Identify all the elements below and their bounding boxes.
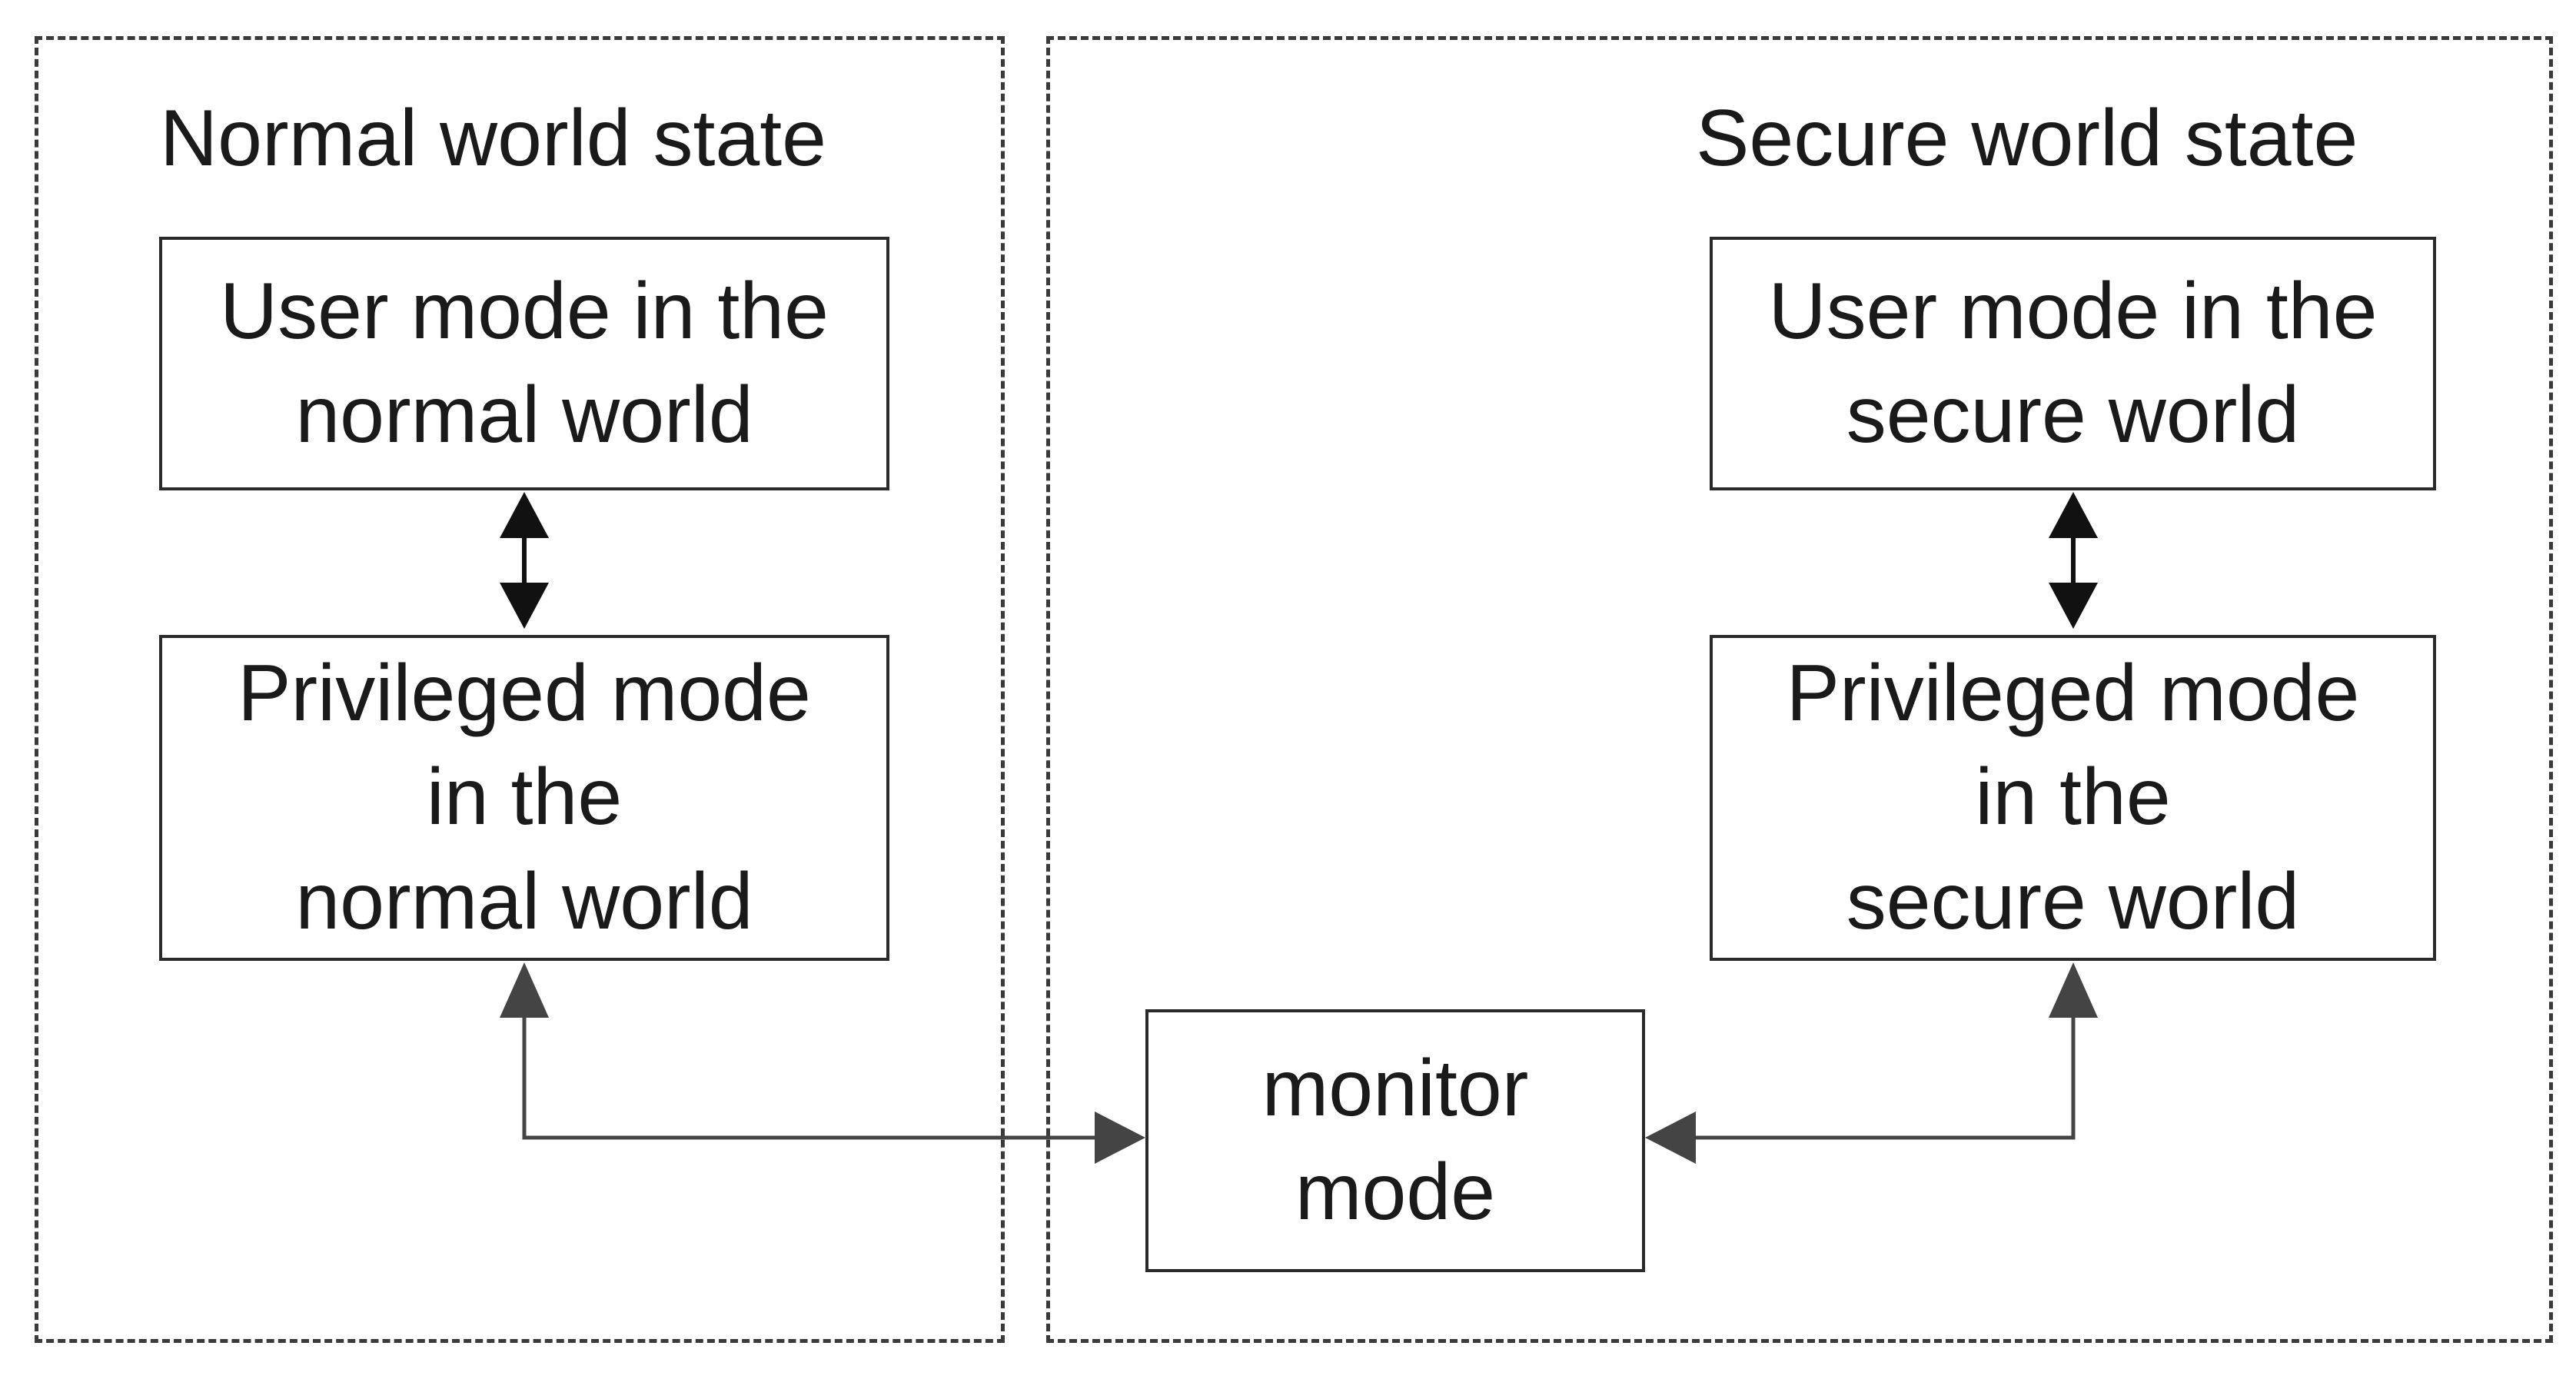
normal-world-vertical-arrow [500, 492, 549, 629]
normal-world-region [35, 36, 1005, 1343]
secure-privileged-mode-label: Privileged mode in the secure world [1786, 649, 2360, 946]
normal-privileged-mode-box: Privileged mode in the normal world [159, 635, 889, 961]
secure-privileged-mode-box: Privileged mode in the secure world [1710, 635, 2436, 961]
monitor-mode-label: monitor mode [1261, 1043, 1529, 1237]
secure-world-vertical-arrow [2049, 492, 2098, 629]
secure-world-title: Secure world state [1696, 94, 2358, 183]
secure-user-mode-box: User mode in the secure world [1710, 237, 2436, 490]
normal-privileged-mode-label: Privileged mode in the normal world [238, 649, 811, 946]
monitor-mode-box: monitor mode [1145, 1009, 1645, 1272]
secure-world-region [1046, 36, 2553, 1343]
secure-to-monitor-connector [1645, 962, 2098, 1164]
normal-user-mode-label: User mode in the normal world [220, 266, 829, 460]
normal-user-mode-box: User mode in the normal world [159, 237, 889, 490]
normal-to-monitor-connector [500, 962, 1145, 1164]
secure-user-mode-label: User mode in the secure world [1768, 266, 2378, 460]
normal-world-title: Normal world state [160, 94, 826, 183]
